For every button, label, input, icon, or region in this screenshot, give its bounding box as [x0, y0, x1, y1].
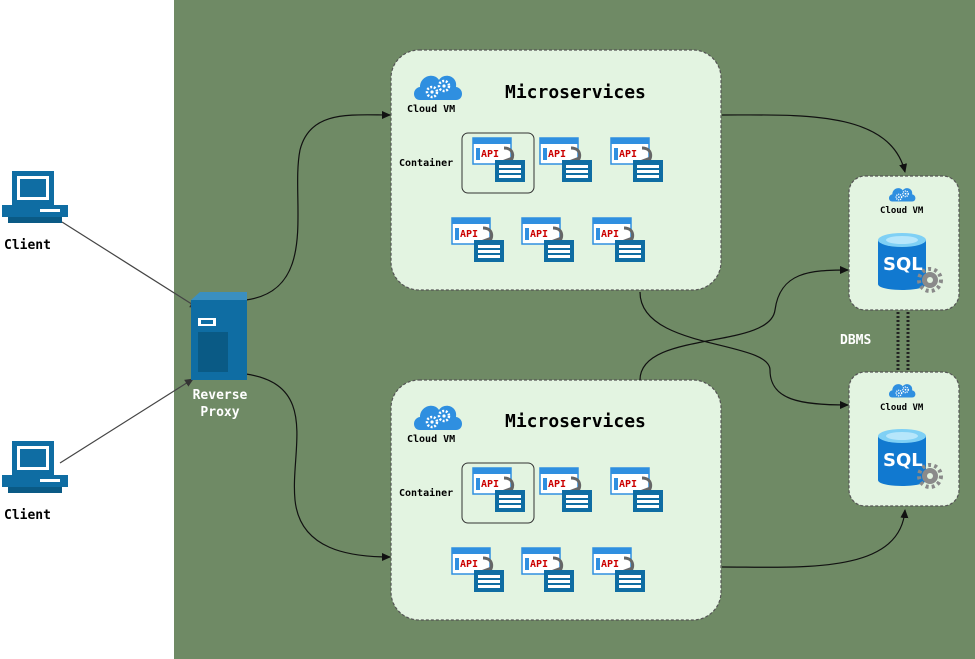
connector-client2-proxy — [59, 378, 194, 464]
api-container-icon: API — [450, 546, 506, 594]
api-label: API — [530, 229, 548, 240]
cloud-vm-label-ms1: Cloud VM — [407, 104, 456, 115]
dbms-label: DBMS — [840, 333, 872, 348]
connector-ms2-db2 — [721, 509, 909, 568]
reverse-proxy-line2: Proxy — [200, 405, 240, 420]
api-container-icon: API — [471, 466, 527, 514]
sql-label-1: SQL — [883, 254, 923, 275]
client-label-1: Client — [4, 238, 51, 253]
microservices-title-1: Microservices — [505, 82, 646, 103]
client-computer-icon-2 — [2, 441, 68, 493]
api-container-icon: API — [520, 216, 576, 264]
container-label-1: Container — [399, 158, 454, 169]
connector-client1-proxy — [61, 221, 199, 309]
api-container-icon: API — [471, 136, 527, 184]
api-container-icon: API — [591, 546, 647, 594]
api-container-icon: API — [450, 216, 506, 264]
cloud-vm-label-db1: Cloud VM — [880, 206, 924, 216]
api-label: API — [601, 559, 619, 570]
api-icons-group-2: API API API API API API — [450, 466, 665, 594]
api-label: API — [481, 479, 499, 490]
client-label-2: Client — [4, 508, 51, 523]
container-label-2: Container — [399, 488, 454, 499]
api-container-icon: API — [591, 216, 647, 264]
api-label: API — [619, 149, 637, 160]
api-label: API — [619, 479, 637, 490]
connector-ms2-db1 — [639, 266, 849, 381]
api-label: API — [460, 229, 478, 240]
api-label: API — [548, 479, 566, 490]
api-label: API — [548, 149, 566, 160]
connector-proxy-microservices-2 — [245, 373, 391, 561]
cloud-vm-label-db2: Cloud VM — [880, 403, 924, 413]
api-label: API — [481, 149, 499, 160]
reverse-proxy-label: Reverse Proxy — [180, 387, 260, 421]
api-container-icon: API — [609, 466, 665, 514]
microservices-title-2: Microservices — [505, 411, 646, 432]
connector-ms1-db2 — [639, 291, 849, 409]
api-label: API — [530, 559, 548, 570]
api-container-icon: API — [609, 136, 665, 184]
cloud-vm-label-ms2: Cloud VM — [407, 434, 456, 445]
api-container-icon: API — [520, 546, 576, 594]
api-container-icon: API — [538, 136, 594, 184]
server-tower-icon — [191, 292, 247, 380]
client-computer-icon-1 — [2, 171, 68, 223]
api-icons-group-1: API API API API API API — [450, 136, 665, 264]
container-outline-1 — [461, 132, 535, 194]
api-container-icon: API — [538, 466, 594, 514]
connector-proxy-microservices-1 — [245, 110, 391, 301]
api-label: API — [460, 559, 478, 570]
connector-ms1-db1 — [721, 114, 907, 173]
api-label: API — [601, 229, 619, 240]
sql-label-2: SQL — [883, 450, 923, 471]
reverse-proxy-line1: Reverse — [192, 388, 248, 403]
container-outline-2 — [461, 462, 535, 524]
